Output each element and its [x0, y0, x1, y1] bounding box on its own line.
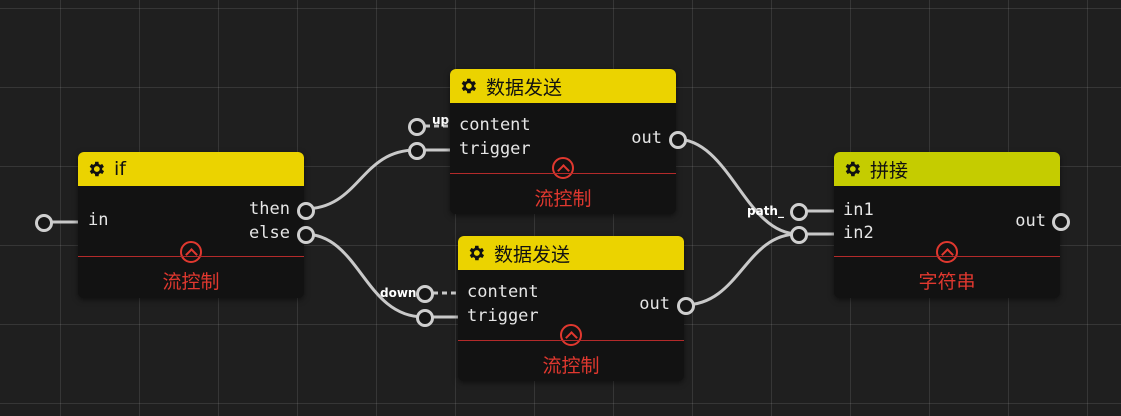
gear-icon[interactable]	[842, 159, 862, 179]
concat-collapse-button[interactable]	[936, 241, 958, 263]
down-source-label: down	[380, 286, 417, 300]
send-up-node-title: 数据发送	[486, 76, 563, 99]
send-down-node-title: 数据发送	[494, 243, 571, 266]
if-node[interactable]: if in then else 流控制	[78, 152, 304, 298]
if-output-else-label: else	[249, 223, 290, 243]
path-source-port[interactable]	[790, 203, 808, 221]
up-content-source-port[interactable]	[408, 118, 426, 136]
then-target-port[interactable]	[408, 142, 426, 160]
concat-node[interactable]: 拼接 in1 in2 out 字符串	[834, 152, 1060, 298]
send-up-input-trigger-label: trigger	[459, 139, 531, 159]
send-down-output-out-label: out	[639, 294, 670, 314]
wire-then-to-trigger	[303, 148, 450, 211]
wire-up-out-to-in2	[675, 137, 834, 236]
send-up-node-footer: 流控制	[450, 173, 676, 211]
else-target-port[interactable]	[416, 309, 434, 327]
send-up-node[interactable]: 数据发送 content trigger out 流控制	[450, 69, 676, 214]
if-node-footer: 流控制	[78, 256, 304, 294]
in2-source-port[interactable]	[790, 226, 808, 244]
if-output-else-port[interactable]	[297, 226, 315, 244]
send-up-output-out-label: out	[631, 128, 662, 148]
send-down-output-out-port[interactable]	[677, 297, 695, 315]
up-source-label: up	[432, 113, 450, 127]
send-up-node-header[interactable]: 数据发送	[450, 69, 676, 103]
concat-node-title: 拼接	[870, 159, 909, 182]
concat-input-in1-label: in1	[843, 200, 874, 220]
send-down-input-content-label: content	[467, 282, 539, 302]
send-down-node-footer: 流控制	[458, 340, 684, 378]
send-up-input-content-label: content	[459, 115, 531, 135]
gear-icon[interactable]	[466, 243, 486, 263]
concat-output-out-label: out	[1015, 211, 1046, 231]
concat-output-out-port[interactable]	[1052, 213, 1070, 231]
gear-icon[interactable]	[86, 159, 106, 179]
concat-node-header[interactable]: 拼接	[834, 152, 1060, 186]
path-source-label: path_	[747, 204, 784, 218]
if-output-then-port[interactable]	[297, 202, 315, 220]
send-down-node-header[interactable]: 数据发送	[458, 236, 684, 270]
down-content-source-port[interactable]	[416, 285, 434, 303]
if-output-then-label: then	[249, 199, 290, 219]
if-node-title: if	[114, 158, 126, 180]
send-down-input-trigger-label: trigger	[467, 306, 539, 326]
if-node-header[interactable]: if	[78, 152, 304, 186]
gear-icon[interactable]	[458, 76, 478, 96]
if-collapse-button[interactable]	[180, 241, 202, 263]
wire-down-out-to-in2	[683, 232, 799, 307]
send-down-node[interactable]: 数据发送 content trigger out 流控制	[458, 236, 684, 381]
if-in-source-port[interactable]	[35, 214, 53, 232]
wire-else-to-trigger	[303, 232, 458, 319]
send-up-output-out-port[interactable]	[669, 131, 687, 149]
if-input-in-label: in	[88, 210, 109, 230]
concat-node-footer: 字符串	[834, 256, 1060, 294]
concat-input-in2-label: in2	[843, 223, 874, 243]
